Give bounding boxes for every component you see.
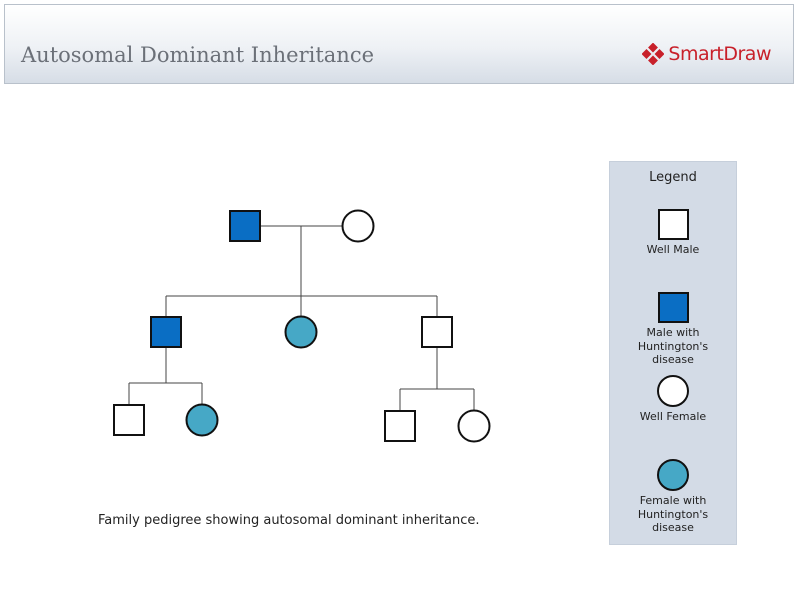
affected-male-icon xyxy=(657,292,689,323)
g2-son-2-male-symbol xyxy=(421,316,453,348)
g2-son-1-male-symbol xyxy=(150,316,182,348)
legend-label: Male with Huntington's disease xyxy=(637,326,709,366)
g3-granddaughter-1-female-symbol xyxy=(185,403,219,437)
g3-grandson-1-male-symbol xyxy=(113,404,145,436)
g3-granddaughter-2-female-symbol xyxy=(457,409,491,443)
legend-title: Legend xyxy=(649,170,697,185)
g3-grandson-2-male-symbol xyxy=(384,410,416,442)
g1-mother-female-symbol xyxy=(341,209,375,243)
well-female-icon xyxy=(657,375,689,407)
logo-text: SmartDraw xyxy=(668,43,771,65)
legend-item-affected-female: Female with Huntington's disease xyxy=(610,459,736,535)
legend-label: Well Female xyxy=(639,410,707,423)
legend-item-well-female: Well Female xyxy=(610,375,736,424)
legend-panel: Legend Well Male Male with Huntington's … xyxy=(609,161,737,545)
page-title: Autosomal Dominant Inheritance xyxy=(21,43,375,67)
legend-label: Well Male xyxy=(646,243,700,256)
affected-female-icon xyxy=(657,459,689,491)
g1-father-male-symbol xyxy=(229,210,261,242)
smartdraw-logo: SmartDraw xyxy=(642,43,771,65)
legend-label: Female with Huntington's disease xyxy=(637,494,709,534)
well-male-icon xyxy=(657,209,689,240)
legend-item-affected-male: Male with Huntington's disease xyxy=(610,292,736,367)
smartdraw-diamond-icon xyxy=(642,43,665,65)
legend-item-well-male: Well Male xyxy=(610,209,736,257)
g2-daughter-female-symbol xyxy=(284,315,318,349)
header-banner: Autosomal Dominant Inheritance SmartDraw xyxy=(4,4,794,84)
figure-caption: Family pedigree showing autosomal domina… xyxy=(98,513,480,528)
